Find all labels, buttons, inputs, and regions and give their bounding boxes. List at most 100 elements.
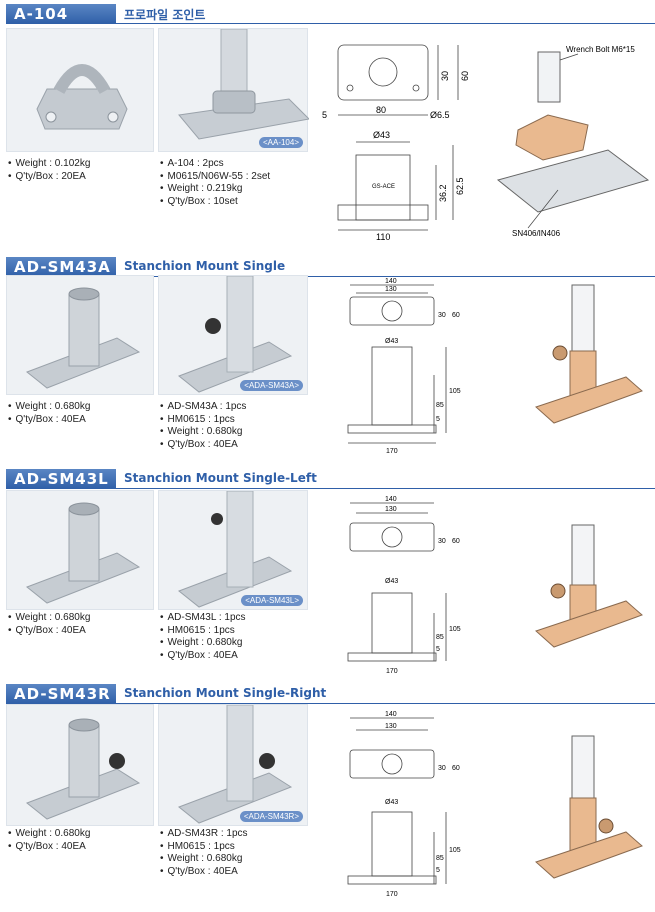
spec-item: M0615/N06W-55 : 2set xyxy=(160,171,271,184)
technical-drawing: 140 130 30 60 Ø43 105 85 5 170 xyxy=(347,278,461,455)
spec-item: Weight : 0.680kg xyxy=(8,612,91,625)
section-header: AD-SM43L Stanchion Mount Single-Left xyxy=(0,469,655,491)
section-ad-sm43r: AD-SM43R Stanchion Mount Single-Right <A… xyxy=(0,680,655,912)
dim-label: 60 xyxy=(452,538,460,545)
photo-caption: <ADA-SM43A> xyxy=(240,380,303,391)
product-photo xyxy=(6,275,154,395)
dim-label: 170 xyxy=(386,668,398,675)
dim-label: 5 xyxy=(436,646,440,653)
spec-item: Weight : 0.680kg xyxy=(8,828,91,841)
dim-label: 60 xyxy=(452,765,460,772)
dim-label: 30 xyxy=(438,765,446,772)
dim-label: 140 xyxy=(385,496,397,503)
spec-item: AD-SM43A : 1pcs xyxy=(160,401,247,414)
dim-label: 5 xyxy=(436,867,440,874)
dim-label: 140 xyxy=(385,711,397,718)
dim-label: 30 xyxy=(440,71,450,81)
dim-label: 5 xyxy=(322,110,327,120)
spec-item: Q'ty/Box : 40EA xyxy=(8,625,90,638)
product-photo xyxy=(6,28,154,152)
dim-label: 110 xyxy=(376,232,390,242)
spec-item: Q'ty/Box : 40EA xyxy=(8,414,90,427)
section-title: Stanchion Mount Single-Right xyxy=(124,686,327,700)
isometric-view xyxy=(535,524,643,648)
section-ad-sm43l: AD-SM43L Stanchion Mount Single-Left <AD… xyxy=(0,465,655,680)
specs-left: Weight : 0.680kg Q'ty/Box : 40EA xyxy=(8,828,91,854)
spec-item: Weight : 0.102kg xyxy=(8,158,91,171)
specs-right: AD-SM43L : 1pcs HM0615 : 1pcs Weight : 0… xyxy=(160,612,246,662)
mount-photo-graphic xyxy=(26,502,141,604)
spec-item: Weight : 0.680kg xyxy=(160,853,248,866)
dim-label: 60 xyxy=(460,71,470,81)
dim-label: Ø43 xyxy=(385,338,398,345)
assembly-photo: <ADA-SM43L> xyxy=(158,490,308,610)
product-photo xyxy=(6,704,154,826)
dim-label: 5 xyxy=(436,416,440,423)
dim-label: 36.2 xyxy=(438,184,448,202)
dim-label: 130 xyxy=(385,286,397,293)
photo-caption: <AA-104> xyxy=(258,137,303,148)
product-photo xyxy=(6,490,154,610)
assembly-photo-graphic xyxy=(178,491,293,608)
spec-item: HM0615 : 1pcs xyxy=(160,414,246,427)
dim-label: Ø6.5 xyxy=(430,110,450,120)
mount-photo-graphic xyxy=(26,718,141,820)
spec-item: Weight : 0.680kg xyxy=(160,426,246,439)
spec-item: Q'ty/Box : 40EA xyxy=(8,841,90,854)
dim-label: 62.5 xyxy=(455,177,465,195)
joint-photo-graphic xyxy=(36,64,128,130)
dim-label: 85 xyxy=(436,402,444,409)
spec-item: Q'ty/Box : 40EA xyxy=(160,866,248,879)
photo-caption: <ADA-SM43R> xyxy=(239,811,303,822)
spec-item: Q'ty/Box : 10set xyxy=(160,196,270,209)
isometric-view: Wrench Bolt M6*15 SN406/IN406 xyxy=(496,45,650,238)
product-code-tab: AD-SM43R xyxy=(6,684,116,704)
dim-label: 85 xyxy=(436,855,444,862)
dim-label: Ø43 xyxy=(373,130,390,140)
specs-right: AD-SM43R : 1pcs HM0615 : 1pcs Weight : 0… xyxy=(160,828,248,878)
dim-label: 140 xyxy=(385,278,397,285)
section-title: Stanchion Mount Single xyxy=(124,259,286,273)
specs-left: Weight : 0.102kg Q'ty/Box : 20EA xyxy=(8,158,91,184)
dim-label: 80 xyxy=(376,105,386,115)
dim-label: 30 xyxy=(438,538,446,545)
callout-label: Wrench Bolt M6*15 xyxy=(566,45,635,54)
header-divider xyxy=(116,488,655,489)
section-ad-sm43a: AD-SM43A Stanchion Mount Single <ADA-SM4… xyxy=(0,253,655,465)
engraved-mark: GS-ACE xyxy=(372,184,395,190)
mount-photo-graphic xyxy=(26,287,141,389)
header-divider xyxy=(116,23,655,24)
section-title: 프로파일 조인트 xyxy=(124,8,206,22)
spec-item: Q'ty/Box : 40EA xyxy=(160,439,246,452)
spec-item: HM0615 : 1pcs xyxy=(160,625,246,638)
assembly-photo-graphic xyxy=(178,276,293,393)
dim-label: 85 xyxy=(436,634,444,641)
product-code-tab: AD-SM43A xyxy=(6,257,116,277)
specs-left: Weight : 0.680kg Q'ty/Box : 40EA xyxy=(8,612,91,638)
specs-left: Weight : 0.680kg Q'ty/Box : 40EA xyxy=(8,401,91,427)
section-title: Stanchion Mount Single-Left xyxy=(124,471,317,485)
dim-label: 170 xyxy=(386,448,398,455)
spec-item: Weight : 0.680kg xyxy=(160,637,246,650)
spec-item: Q'ty/Box : 20EA xyxy=(8,171,90,184)
technical-drawing: 140 130 30 60 Ø43 105 85 5 170 xyxy=(347,711,461,898)
specs-right: AD-SM43A : 1pcs HM0615 : 1pcs Weight : 0… xyxy=(160,401,247,452)
product-code-tab: AD-SM43L xyxy=(6,469,116,489)
section-a104: A-104 프로파일 조인트 <AA-104> Weight : 0.102kg… xyxy=(0,0,655,250)
photo-caption: <ADA-SM43L> xyxy=(241,595,303,606)
dim-label: 105 xyxy=(449,847,461,854)
isometric-view xyxy=(535,735,643,879)
header-divider xyxy=(116,703,655,704)
dim-label: 170 xyxy=(386,891,398,898)
assembly-photo-graphic xyxy=(178,29,309,140)
dim-label: Ø43 xyxy=(385,799,398,806)
specs-right: A-104 : 2pcs M0615/N06W-55 : 2set Weight… xyxy=(160,158,271,209)
dim-label: 130 xyxy=(385,506,397,513)
isometric-view xyxy=(535,284,643,424)
dim-label: 105 xyxy=(449,626,461,633)
spec-item: Weight : 0.219kg xyxy=(160,183,270,196)
assembly-photo-graphic xyxy=(178,705,293,824)
dim-label: Ø43 xyxy=(385,578,398,585)
dim-label: 30 xyxy=(438,312,446,319)
dim-label: 105 xyxy=(449,388,461,395)
